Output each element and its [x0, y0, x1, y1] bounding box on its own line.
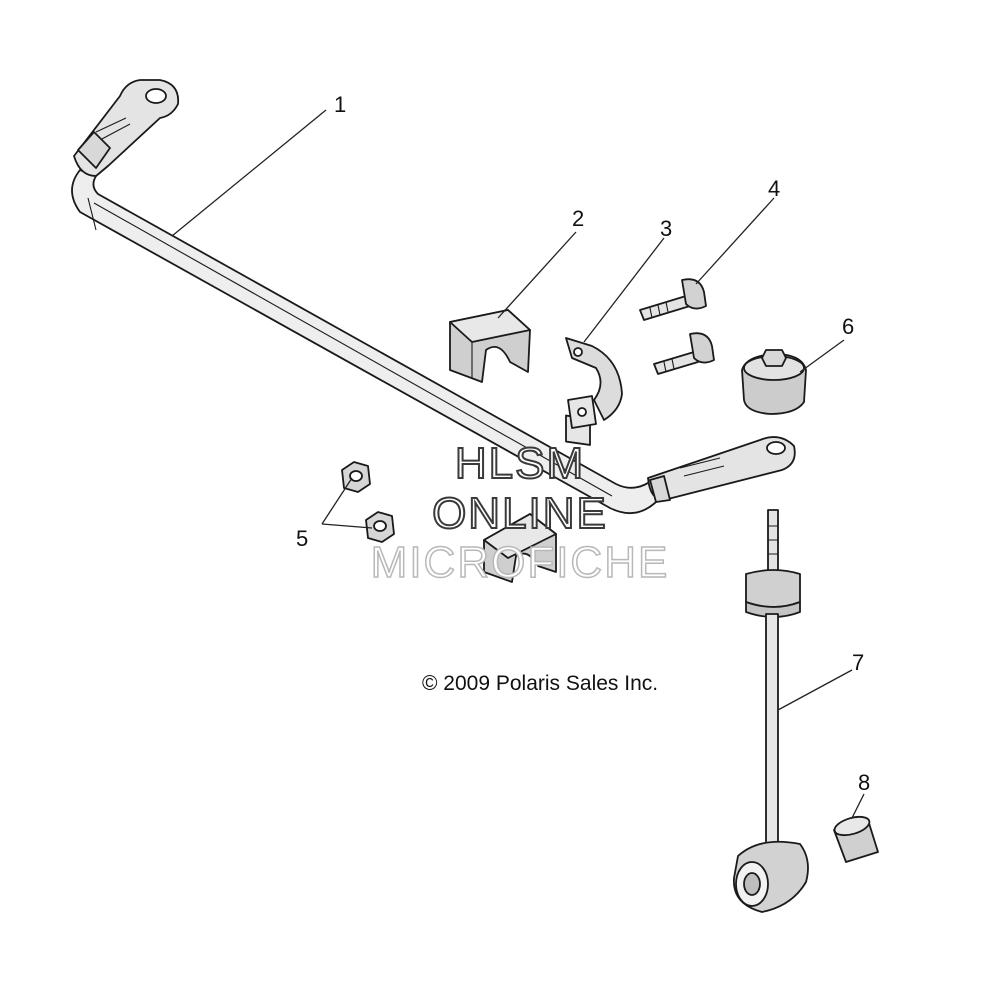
watermark-line-2: ONLINE — [431, 489, 608, 538]
leader-5a — [321, 477, 353, 525]
part-6-cap[interactable] — [741, 349, 807, 415]
callout-6: 6 — [842, 314, 854, 339]
part-4-bolt-upper[interactable] — [639, 278, 707, 321]
part-7-end-link[interactable] — [733, 509, 809, 913]
leader-5b — [321, 523, 373, 529]
part-8-spacer[interactable] — [832, 813, 879, 863]
callout-8: 8 — [858, 770, 870, 795]
watermark-line-3: MICROFICHE — [370, 538, 670, 587]
part-5-nut-upper[interactable] — [341, 461, 371, 493]
leader-3 — [583, 237, 665, 343]
leader-2 — [497, 231, 577, 319]
leader-1 — [171, 109, 327, 237]
part-3-bracket[interactable] — [565, 337, 623, 446]
leader-4 — [695, 197, 775, 285]
part-1-stabilizer-bar[interactable] — [71, 79, 796, 515]
callout-5: 5 — [296, 526, 308, 551]
leader-6 — [799, 339, 845, 373]
leader-8 — [851, 793, 865, 819]
part-2-bushing-lower[interactable] — [483, 513, 557, 583]
leader-7 — [777, 669, 853, 711]
watermark-line-1: HLSM — [454, 439, 586, 488]
callout-7: 7 — [852, 650, 864, 675]
copyright-text: © 2009 Polaris Sales Inc. — [422, 672, 658, 695]
callout-2: 2 — [572, 206, 584, 231]
callout-numbers: 1 2 3 4 5 6 7 8 — [296, 92, 870, 795]
part-4-bolt-lower[interactable] — [653, 332, 715, 375]
callout-4: 4 — [768, 176, 780, 201]
part-5-nut-lower[interactable] — [365, 511, 395, 543]
callout-3: 3 — [660, 216, 672, 241]
part-2-bushing[interactable] — [449, 309, 531, 383]
callout-1: 1 — [334, 92, 346, 117]
leader-lines — [171, 109, 865, 819]
